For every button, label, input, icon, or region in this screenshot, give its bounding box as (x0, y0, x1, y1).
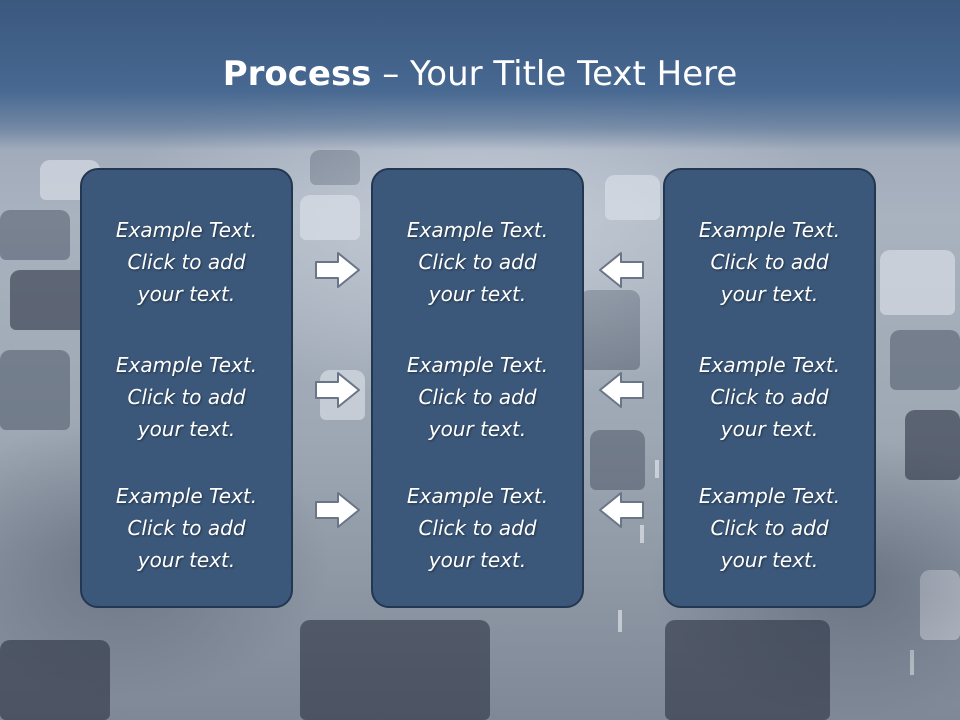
text-line: Example Text. (698, 218, 841, 242)
text-line: Click to add (127, 516, 246, 540)
text-placeholder[interactable]: Example Text. Click to add your text. (373, 480, 582, 576)
slide-title[interactable]: Process – Your Title Text Here (0, 52, 960, 96)
text-line: your text. (720, 282, 819, 306)
text-line: Click to add (418, 250, 537, 274)
text-placeholder[interactable]: Example Text. Click to add your text. (82, 349, 291, 445)
text-placeholder[interactable]: Example Text. Click to add your text. (373, 214, 582, 310)
arrow-right-icon (315, 492, 360, 528)
text-line: Example Text. (115, 218, 258, 242)
title-bold-text: Process (222, 54, 372, 94)
text-line: Click to add (127, 250, 246, 274)
text-line: Example Text. (698, 353, 841, 377)
process-box-2[interactable]: Example Text. Click to add your text. Ex… (371, 168, 584, 608)
text-line: Click to add (710, 516, 829, 540)
text-line: Example Text. (115, 353, 258, 377)
arrow-right-icon (315, 372, 360, 408)
text-line: your text. (137, 282, 236, 306)
header-band (0, 0, 960, 150)
text-line: your text. (720, 417, 819, 441)
text-line: your text. (428, 548, 527, 572)
text-line: your text. (428, 417, 527, 441)
text-placeholder[interactable]: Example Text. Click to add your text. (665, 214, 874, 310)
text-line: Example Text. (406, 484, 549, 508)
text-line: your text. (137, 417, 236, 441)
text-placeholder[interactable]: Example Text. Click to add your text. (665, 480, 874, 576)
text-line: your text. (428, 282, 527, 306)
text-line: Example Text. (115, 484, 258, 508)
arrow-right-icon (315, 252, 360, 288)
text-line: Click to add (710, 250, 829, 274)
text-line: Example Text. (406, 353, 549, 377)
text-line: Click to add (418, 516, 537, 540)
arrow-left-icon (599, 492, 644, 528)
text-line: Click to add (127, 385, 246, 409)
text-placeholder[interactable]: Example Text. Click to add your text. (82, 480, 291, 576)
text-placeholder[interactable]: Example Text. Click to add your text. (665, 349, 874, 445)
arrow-left-icon (599, 252, 644, 288)
text-line: your text. (137, 548, 236, 572)
text-line: your text. (720, 548, 819, 572)
text-placeholder[interactable]: Example Text. Click to add your text. (82, 214, 291, 310)
text-line: Example Text. (406, 218, 549, 242)
title-rest-text: – Your Title Text Here (371, 54, 738, 94)
text-line: Click to add (710, 385, 829, 409)
process-box-1[interactable]: Example Text. Click to add your text. Ex… (80, 168, 293, 608)
text-line: Click to add (418, 385, 537, 409)
text-placeholder[interactable]: Example Text. Click to add your text. (373, 349, 582, 445)
process-box-3[interactable]: Example Text. Click to add your text. Ex… (663, 168, 876, 608)
text-line: Example Text. (698, 484, 841, 508)
arrow-left-icon (599, 372, 644, 408)
